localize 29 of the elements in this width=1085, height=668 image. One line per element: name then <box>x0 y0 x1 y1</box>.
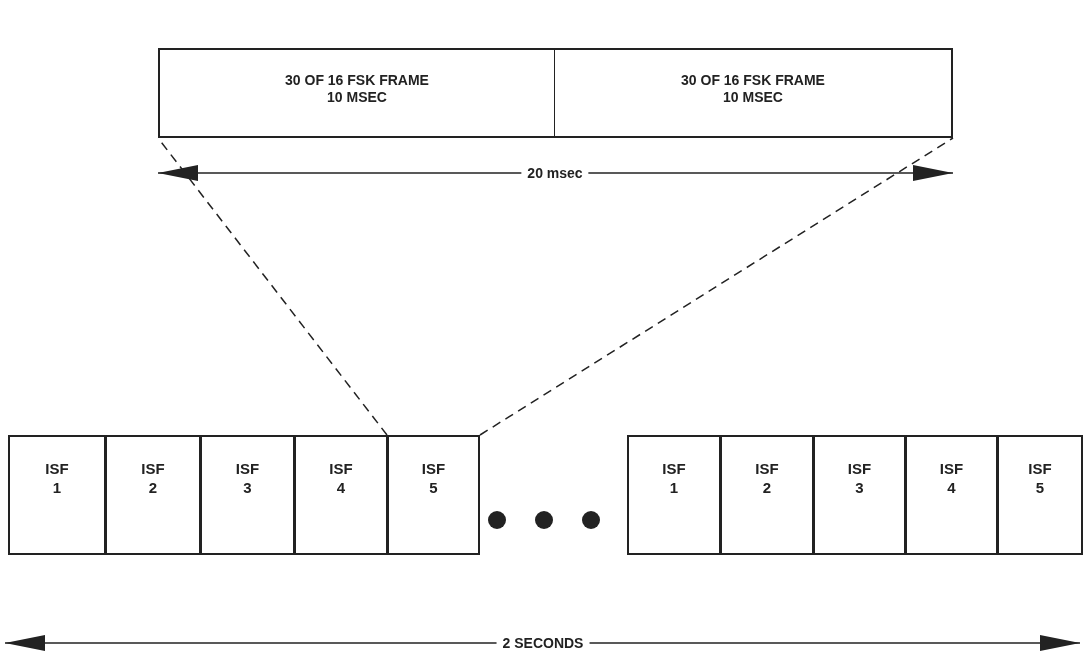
box-text: 30 OF 16 FSK FRAME <box>681 72 825 89</box>
box-text: ISF 5 <box>1028 459 1052 497</box>
subframe-box <box>997 435 1083 555</box>
subframe-box <box>387 435 480 555</box>
subframe-box <box>720 435 814 555</box>
frame-box <box>555 48 953 138</box>
dimension-label: 2 SECONDS <box>496 635 590 651</box>
zoom-line <box>479 137 954 436</box>
box-text: 10 MSEC <box>723 89 783 106</box>
box-text: ISF 2 <box>141 459 165 497</box>
subframe-box <box>200 435 295 555</box>
box-text: ISF 3 <box>235 459 260 497</box>
subframe-box <box>627 435 721 555</box>
box-text: ISF 4 <box>939 459 964 497</box>
box-text: 10 MSEC <box>327 89 387 106</box>
box-text: ISF 1 <box>45 459 69 497</box>
box-text: ISF 3 <box>847 459 872 497</box>
box-text: ISF 5 <box>421 459 446 497</box>
frame-box <box>158 48 556 138</box>
subframe-box <box>294 435 388 555</box>
dimension-label: 20 msec <box>521 165 589 181</box>
box-text: ISF 4 <box>329 459 353 497</box>
box-text: ISF 2 <box>755 459 779 497</box>
subframe-box <box>905 435 998 555</box>
subframe-box <box>105 435 201 555</box>
subframe-box <box>8 435 106 555</box>
box-text: ISF 1 <box>662 459 686 497</box>
subframe-box <box>813 435 906 555</box>
box-text: 30 OF 16 FSK FRAME <box>285 72 429 89</box>
